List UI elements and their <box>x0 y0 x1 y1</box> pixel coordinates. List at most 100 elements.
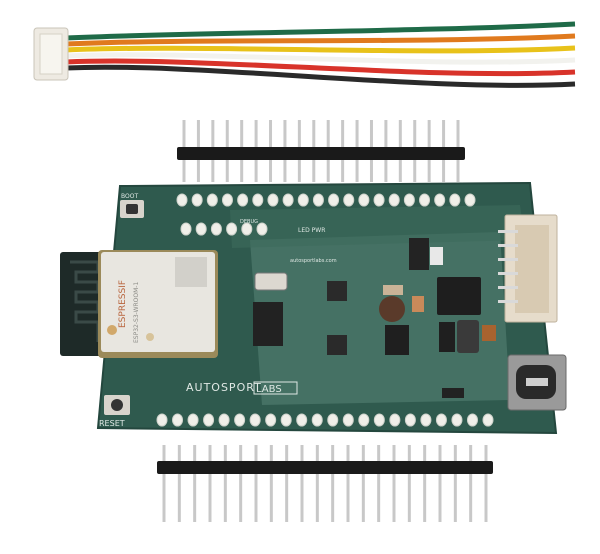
header-pin <box>346 445 350 522</box>
usb-c-port[interactable] <box>507 354 567 411</box>
plated-hole <box>373 193 385 207</box>
cable-wire <box>65 33 576 47</box>
brand-logo-box: LABS <box>256 384 282 395</box>
header-pin <box>423 445 427 522</box>
plated-hole <box>191 193 203 207</box>
cable-wire <box>65 64 576 88</box>
plated-hole <box>419 193 431 207</box>
header-pin <box>162 445 166 522</box>
header-pin <box>269 445 273 522</box>
plated-hole <box>156 413 168 427</box>
plated-hole <box>358 193 370 207</box>
header-pin <box>239 445 243 522</box>
plated-hole <box>328 193 340 207</box>
plated-hole <box>327 413 339 427</box>
cable-connector <box>33 27 69 81</box>
header-plastic <box>157 461 493 474</box>
pcb-board <box>96 181 558 435</box>
jst-connector <box>498 214 558 323</box>
plated-hole <box>237 193 249 207</box>
plated-hole <box>226 222 238 236</box>
plated-hole <box>373 413 385 427</box>
plated-hole <box>435 413 447 427</box>
header-pin <box>392 445 396 522</box>
plated-hole <box>388 193 400 207</box>
plated-hole <box>342 413 354 427</box>
components <box>253 238 496 398</box>
plated-hole <box>221 193 233 207</box>
header-pin <box>193 445 197 522</box>
plated-hole <box>312 193 324 207</box>
inductor-large <box>437 277 481 315</box>
bottom-pin-header <box>157 445 493 522</box>
jst-pin <box>498 286 518 289</box>
qr-code <box>175 257 207 287</box>
plated-hole <box>256 222 268 236</box>
inductor-round <box>379 296 405 322</box>
plated-hole <box>206 193 218 207</box>
module-model: ESP32-S3-WROOM-1 <box>133 282 140 343</box>
plated-hole <box>241 222 253 236</box>
bottom-hole-row <box>156 413 494 427</box>
header-pin <box>438 445 442 522</box>
plated-hole <box>464 193 476 207</box>
plated-hole <box>482 413 494 427</box>
plated-hole <box>434 193 446 207</box>
header-pin <box>377 445 381 522</box>
header-pin <box>407 445 411 522</box>
plated-hole <box>404 413 416 427</box>
plated-hole <box>267 193 279 207</box>
cable-wire <box>65 52 576 65</box>
boot-button[interactable] <box>120 200 144 218</box>
header-pin <box>484 445 488 522</box>
boot-label: BOOT <box>121 193 138 200</box>
plated-hole <box>265 413 277 427</box>
brand-logo: AUTOSPORT <box>186 381 262 394</box>
plated-hole <box>180 222 192 236</box>
plated-hole <box>343 193 355 207</box>
crystal <box>254 272 288 291</box>
plated-hole <box>420 413 432 427</box>
jst-pin <box>498 230 518 233</box>
plated-hole <box>311 413 323 427</box>
cable-wire <box>65 58 576 77</box>
header-pin <box>254 445 258 522</box>
plated-hole <box>297 193 309 207</box>
cable-wire <box>65 45 576 54</box>
plated-hole <box>358 413 370 427</box>
header-pin <box>300 445 304 522</box>
header-pin <box>315 445 319 522</box>
plated-hole <box>210 222 222 236</box>
header-pin <box>361 445 365 522</box>
header-pin <box>223 445 227 522</box>
header-plastic <box>177 147 465 160</box>
plated-hole <box>252 193 264 207</box>
module-brand: ESPRESSIF <box>118 280 128 328</box>
plated-hole <box>389 413 401 427</box>
header-pin <box>469 445 473 522</box>
header-pin <box>453 445 457 522</box>
header-pin <box>285 445 289 522</box>
jst-pin <box>498 244 518 247</box>
jst-cable <box>65 21 576 88</box>
debug-label: DEBUG <box>240 219 258 225</box>
plated-hole <box>187 413 199 427</box>
header-pin <box>208 445 212 522</box>
plated-hole <box>176 193 188 207</box>
plated-hole <box>234 413 246 427</box>
header-pin <box>177 445 181 522</box>
led-pwr-label: LED PWR <box>298 227 325 234</box>
plated-hole <box>280 413 292 427</box>
plated-hole <box>296 413 308 427</box>
plated-hole <box>449 193 461 207</box>
plated-hole <box>172 413 184 427</box>
reset-button[interactable] <box>104 395 130 415</box>
cable-wire <box>65 21 576 41</box>
plated-hole <box>195 222 207 236</box>
plated-hole <box>403 193 415 207</box>
jst-pin <box>498 272 518 275</box>
plated-hole <box>451 413 463 427</box>
ic-u5 <box>253 302 283 346</box>
